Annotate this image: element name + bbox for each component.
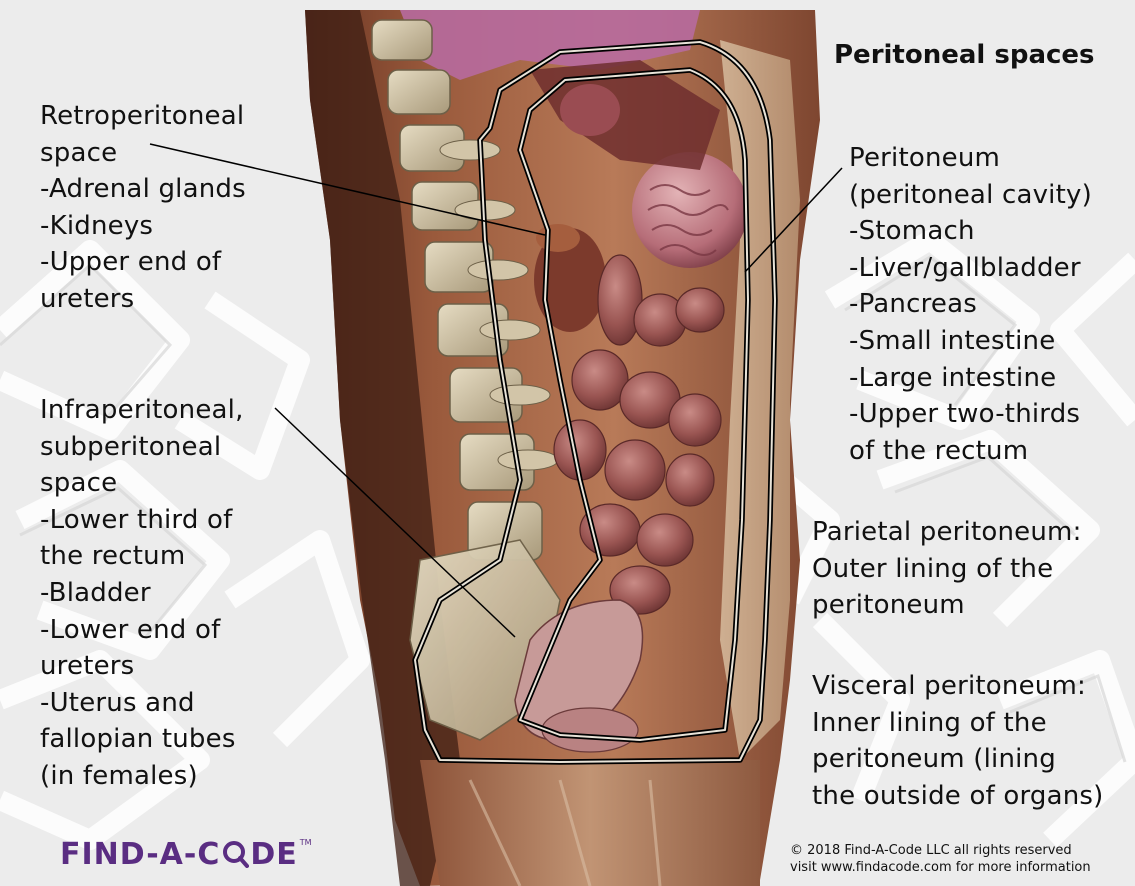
trademark-mark: TM: [300, 838, 312, 847]
find-a-code-logo: FIND-A-C DE TM: [60, 836, 312, 872]
label-line: Parietal peritoneum:: [812, 514, 1082, 551]
label-line: -Upper two-thirds: [849, 396, 1092, 433]
label-line: -Bladder: [40, 575, 244, 612]
label-line: the rectum: [40, 538, 244, 575]
label-line: Peritoneum: [849, 140, 1092, 177]
label-line: Retroperitoneal: [40, 98, 246, 135]
label-line: space: [40, 465, 244, 502]
logo-text-end: DE: [250, 837, 297, 872]
label-visceral-peritoneum: Visceral peritoneum: Inner lining of the…: [812, 668, 1104, 814]
label-peritoneum: Peritoneum (peritoneal cavity) -Stomach …: [849, 140, 1092, 469]
label-line: peritoneum: [812, 587, 1082, 624]
label-line: -Small intestine: [849, 323, 1092, 360]
label-line: space: [40, 135, 246, 172]
label-line: -Pancreas: [849, 286, 1092, 323]
diagram-title: Peritoneal spaces: [834, 40, 1095, 70]
copyright-line: © 2018 Find-A-Code LLC all rights reserv…: [790, 842, 1091, 859]
label-parietal-peritoneum: Parietal peritoneum: Outer lining of the…: [812, 514, 1082, 624]
label-line: -Stomach: [849, 213, 1092, 250]
label-line: Outer lining of the: [812, 551, 1082, 588]
label-line: -Lower third of: [40, 502, 244, 539]
label-line: -Kidneys: [40, 208, 246, 245]
label-line: ureters: [40, 281, 246, 318]
copyright-notice: © 2018 Find-A-Code LLC all rights reserv…: [790, 842, 1091, 876]
label-line: (in females): [40, 758, 244, 795]
logo-text-start: FIND-A-C: [60, 837, 220, 872]
label-line: -Lower end of: [40, 612, 244, 649]
label-line: peritoneum (lining: [812, 741, 1104, 778]
label-infraperitoneal-space: Infraperitoneal, subperitoneal space -Lo…: [40, 392, 244, 795]
label-line: subperitoneal: [40, 429, 244, 466]
label-retroperitoneal-space: Retroperitoneal space -Adrenal glands -K…: [40, 98, 246, 318]
label-line: the outside of organs): [812, 778, 1104, 815]
magnifier-icon: [221, 840, 249, 868]
copyright-link-line: visit www.findacode.com for more informa…: [790, 859, 1091, 876]
label-line: Visceral peritoneum:: [812, 668, 1104, 705]
label-line: -Large intestine: [849, 360, 1092, 397]
label-line: -Upper end of: [40, 244, 246, 281]
label-line: -Adrenal glands: [40, 171, 246, 208]
label-line: (peritoneal cavity): [849, 177, 1092, 214]
label-line: of the rectum: [849, 433, 1092, 470]
label-line: fallopian tubes: [40, 721, 244, 758]
label-line: Infraperitoneal,: [40, 392, 244, 429]
label-line: ureters: [40, 648, 244, 685]
label-line: -Liver/gallbladder: [849, 250, 1092, 287]
label-line: -Uterus and: [40, 685, 244, 722]
label-line: Inner lining of the: [812, 705, 1104, 742]
